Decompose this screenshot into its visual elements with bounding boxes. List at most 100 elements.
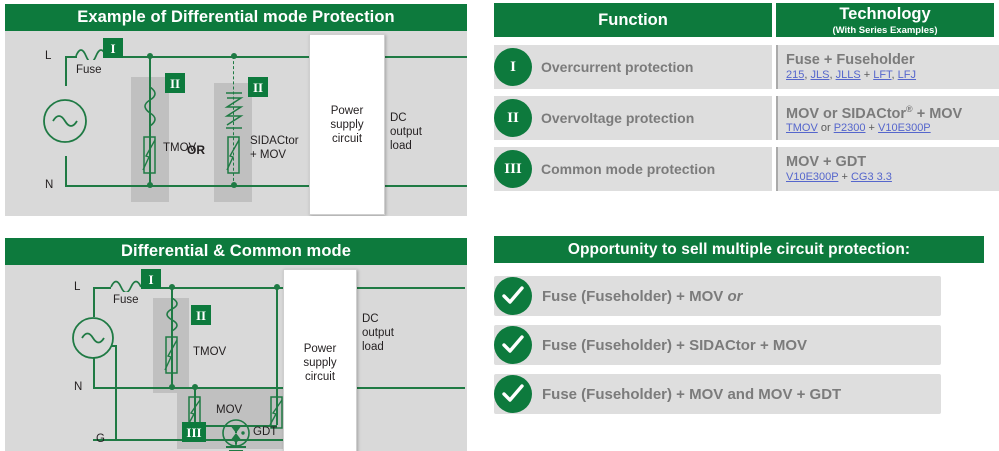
opportunity-item-1[interactable]: Fuse (Fuseholder) + MOV or: [494, 276, 941, 316]
tmov-label-1: TMOV: [163, 142, 197, 154]
source-ground-tap: [111, 345, 117, 347]
output-rail-top-2: [353, 287, 465, 289]
fuse-label-2: Fuse: [113, 294, 139, 306]
series-link-TMOV[interactable]: TMOV: [786, 122, 818, 135]
series-link-V10E300P[interactable]: V10E300P: [786, 171, 839, 183]
opportunity-emphasis: or: [727, 287, 743, 305]
badge-ii-diagram2: II: [191, 305, 211, 325]
technology-examples-2[interactable]: TMOV or P2300 + V10E300P: [786, 122, 999, 135]
sidactor-label-1: SIDACtor: [250, 135, 299, 147]
source-bottom-lead-2: [93, 357, 95, 387]
power-supply-block-2: Power supply circuit: [283, 269, 357, 451]
function-label-2: Overvoltage protection: [541, 110, 695, 126]
technology-title-1: Fuse + Fuseholder: [786, 52, 915, 68]
opportunity-item-2[interactable]: Fuse (Fuseholder) + SIDACtor + MOV: [494, 325, 941, 365]
series-link-LFJ[interactable]: LFJ: [897, 69, 917, 81]
line-label-2: L: [74, 281, 81, 293]
technology-examples-3[interactable]: V10E300P + CG3 3.3: [786, 171, 999, 184]
varistor-symbol-2: [226, 136, 240, 174]
series-link-JLLS[interactable]: JLLS: [835, 69, 861, 81]
technology-header-sublabel: (With Series Examples): [832, 24, 938, 36]
source-top-lead: [65, 56, 67, 86]
opportunity-title: Opportunity to sell multiple circuit pro…: [494, 236, 984, 263]
table-row-function-3[interactable]: III Common mode protection: [494, 147, 772, 191]
output-rail-bottom: [420, 185, 467, 187]
technology-examples-1[interactable]: 215, JLS, JLLS + LFT, LFJ: [786, 69, 999, 82]
common-mode-panel: Differential & Common mode: [5, 238, 467, 451]
series-separator: or: [817, 122, 834, 135]
or-label: OR: [187, 143, 205, 157]
numeral-badge-3: III: [494, 150, 532, 188]
fuse-label-1: Fuse: [76, 64, 102, 76]
function-technology-table: Function Technology (With Series Example…: [494, 3, 999, 198]
technology-header-label: Technology: [839, 4, 931, 23]
line-rail-left: [65, 56, 77, 58]
series-separator: +: [860, 69, 874, 81]
table-row-function-1[interactable]: I Overcurrent protection: [494, 45, 772, 89]
fuse-symbol-2: [110, 280, 142, 292]
series-link-LFT[interactable]: LFT: [873, 69, 892, 81]
series-link-V10E300P[interactable]: V10E300P: [878, 122, 931, 135]
dc-output-line-3: load: [390, 140, 412, 152]
opportunity-label-1: Fuse (Fuseholder) + MOV or: [542, 287, 743, 305]
differential-mode-panel: Example of Differential mode Protection: [5, 4, 467, 216]
mov-label: MOV: [216, 404, 243, 416]
output-rail-bottom-2: [353, 387, 465, 389]
mov-left-wire: [194, 387, 196, 425]
series-separator: ,: [891, 69, 898, 81]
neutral-label-1: N: [45, 179, 54, 191]
psu-line-1: Power: [330, 104, 364, 117]
series-link-JLS[interactable]: JLS: [810, 69, 830, 81]
function-label-3: Common mode protection: [541, 161, 716, 177]
dc-output-line-1: DC: [390, 112, 407, 124]
check-icon-1: [494, 277, 532, 315]
psu-line-2: supply: [330, 118, 364, 131]
common-mode-schematic: Fuse L N G TMOV: [5, 265, 467, 451]
dc-output-2-line-1: DC: [362, 313, 379, 325]
table-row-technology-2[interactable]: MOV or SIDACtor® + MOV TMOV or P2300 + V…: [776, 96, 999, 140]
neutral-rail: [65, 185, 425, 187]
series-separator: ,: [829, 69, 836, 81]
dc-output-2-line-2: output: [362, 327, 394, 339]
series-link-215[interactable]: 215: [786, 69, 805, 81]
line-label-1: L: [45, 50, 52, 62]
power-supply-block-1: Power supply circuit: [309, 34, 385, 215]
registered-mark: ®: [906, 103, 913, 114]
ground-label-2: G: [96, 433, 105, 445]
source-bottom-lead: [65, 156, 67, 186]
varistor-symbol-1: [142, 136, 156, 174]
thermal-link-symbol-2: [166, 298, 178, 332]
technology-title-3: MOV + GDT: [786, 154, 867, 170]
table-row-technology-3[interactable]: MOV + GDT V10E300P + CG3 3.3: [776, 147, 999, 191]
function-label-1: Overcurrent protection: [541, 59, 694, 75]
ground-drop-wire: [115, 345, 117, 439]
tmov-branch-wire: [149, 56, 151, 186]
opportunity-item-3[interactable]: Fuse (Fuseholder) + MOV and MOV + GDT: [494, 374, 941, 414]
fuse-symbol: [75, 49, 107, 60]
technology-column-header: Technology (With Series Examples): [776, 3, 994, 37]
tmov-top-node: [146, 53, 153, 59]
badge-ii-a-diagram1: II: [165, 73, 185, 93]
series-link-P2300[interactable]: P2300: [833, 122, 866, 135]
table-row-technology-1[interactable]: Fuse + Fuseholder 215, JLS, JLLS + LFT, …: [776, 45, 999, 89]
line-rail-left-2: [93, 287, 111, 289]
technology-title-2: MOV or SIDACtor® + MOV: [786, 103, 963, 122]
neutral-label-2: N: [74, 381, 83, 393]
badge-i-diagram1: I: [103, 38, 123, 58]
numeral-badge-2: II: [494, 99, 532, 137]
series-link-CG3-3.3[interactable]: CG3 3.3: [850, 171, 892, 183]
sidactor-top-node: [230, 53, 237, 59]
mov-left-node: [191, 384, 198, 390]
gdt-label: GDT: [253, 426, 278, 438]
tmov-bottom-node: [146, 182, 153, 188]
table-row-function-2[interactable]: II Overvoltage protection: [494, 96, 772, 140]
check-icon-2: [494, 326, 532, 364]
line-rail-right-2: [145, 287, 357, 289]
ac-source-symbol: [43, 99, 87, 143]
differential-mode-title: Example of Differential mode Protection: [5, 4, 467, 31]
check-icon-3: [494, 375, 532, 413]
badge-iii-diagram2: III: [182, 422, 206, 442]
opportunity-label-2: Fuse (Fuseholder) + SIDACtor + MOV: [542, 336, 808, 354]
opportunity-panel: Opportunity to sell multiple circuit pro…: [494, 236, 994, 436]
